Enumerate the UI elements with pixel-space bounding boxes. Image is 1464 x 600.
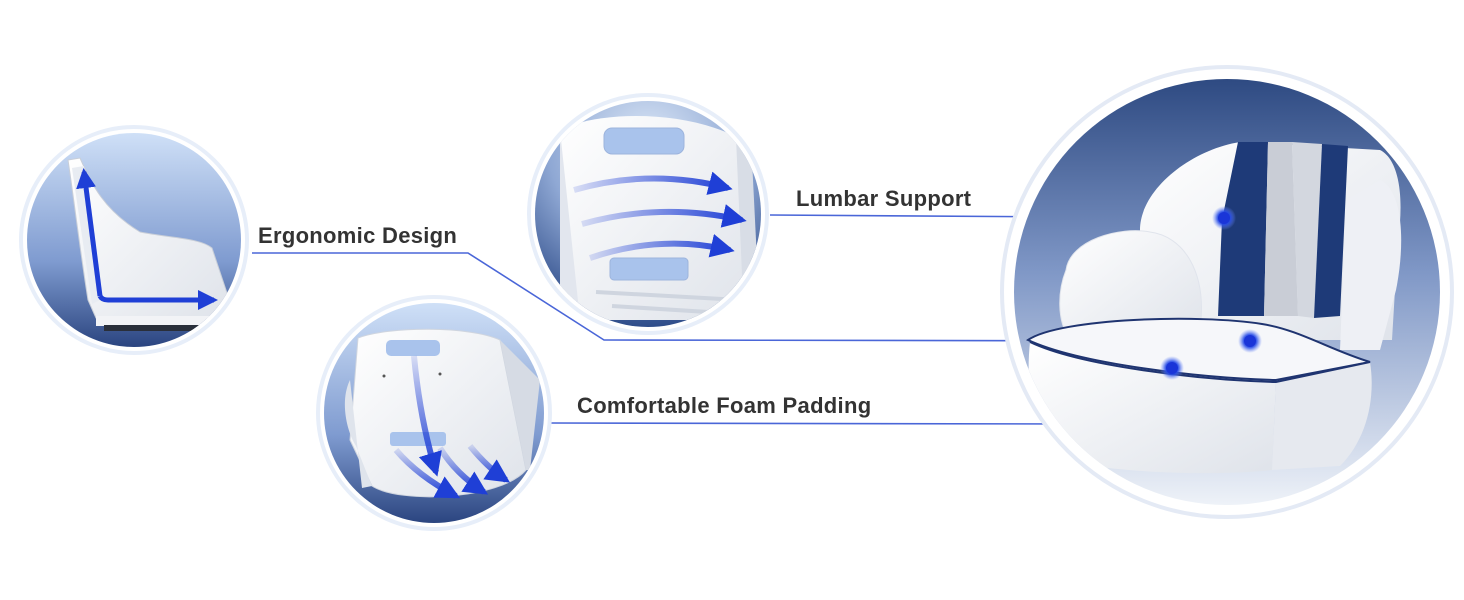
ergonomic-design-circle bbox=[19, 125, 249, 355]
boat-bucket-seat-icon bbox=[1025, 142, 1402, 474]
seat-side-profile-icon bbox=[67, 157, 229, 331]
main-seat-circle bbox=[1000, 65, 1454, 519]
seat-foam-flow-icon bbox=[344, 328, 540, 499]
leader-line-ergonomic bbox=[252, 252, 1249, 342]
lumbar-support-circle bbox=[527, 93, 769, 335]
foam-padding-label: Comfortable Foam Padding bbox=[577, 393, 872, 418]
seat-back-lumbar-icon bbox=[560, 116, 760, 320]
hotspots bbox=[1160, 206, 1262, 380]
lumbar-support-label: Lumbar Support bbox=[796, 186, 972, 211]
foam-padding-circle bbox=[316, 295, 552, 531]
ergonomic-design-label: Ergonomic Design bbox=[258, 223, 458, 248]
